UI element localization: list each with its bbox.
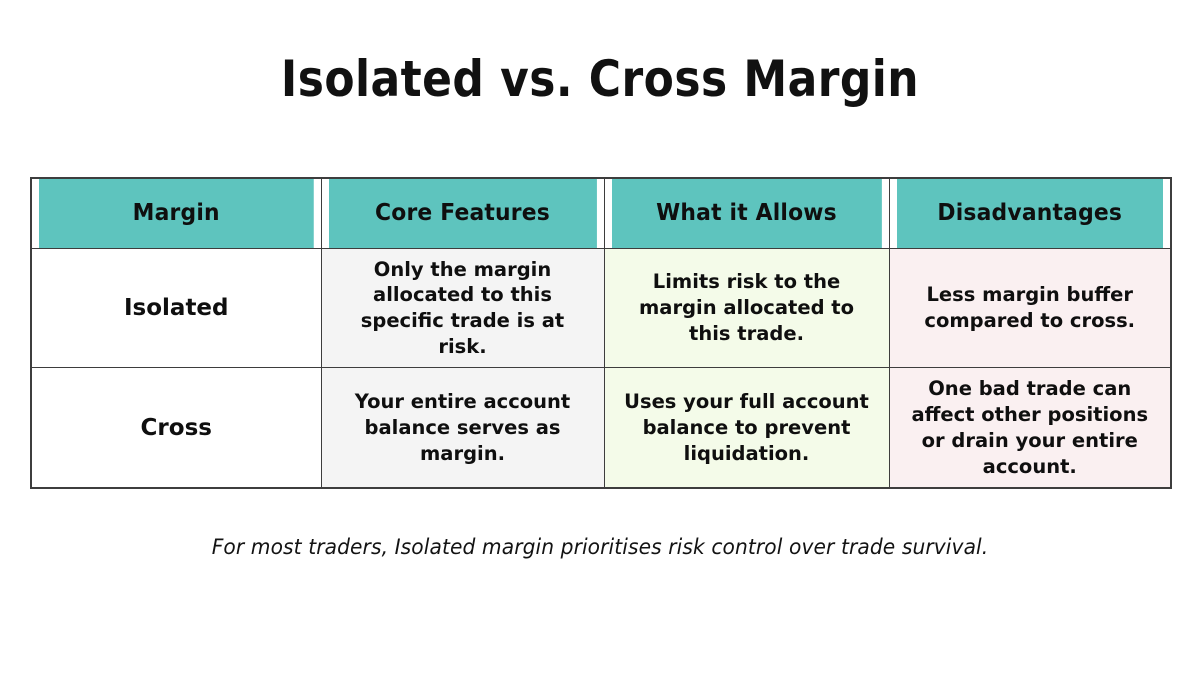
cell-disadvantages-cross: One bad trade can affect other positions… bbox=[888, 367, 1172, 489]
table-row: Isolated Only the margin allocated to th… bbox=[30, 247, 1172, 369]
cell-core-features-isolated: Only the margin allocated to this specif… bbox=[320, 247, 605, 369]
page-title: Isolated vs. Cross Margin bbox=[280, 50, 920, 108]
table-body: Isolated Only the margin allocated to th… bbox=[30, 247, 1172, 489]
cell-disadvantages-isolated: Less margin buffer compared to cross. bbox=[888, 247, 1172, 369]
comparison-table-container: Margin Core Features What it Allows Disa… bbox=[30, 177, 1172, 490]
footnote-text: For most traders, Isolated margin priori… bbox=[211, 535, 989, 560]
cell-margin-cross: Cross bbox=[30, 367, 322, 489]
column-header-what-it-allows: What it Allows bbox=[610, 177, 883, 249]
table-header: Margin Core Features What it Allows Disa… bbox=[31, 177, 1171, 249]
column-header-core-features: Core Features bbox=[327, 177, 598, 249]
table-header-row: Margin Core Features What it Allows Disa… bbox=[31, 177, 1171, 249]
cell-margin-isolated: Isolated bbox=[30, 247, 322, 369]
cell-core-features-cross: Your entire account balance serves as ma… bbox=[320, 367, 605, 489]
cell-what-it-allows-isolated: Limits risk to the margin allocated to t… bbox=[603, 247, 890, 369]
cell-what-it-allows-cross: Uses your full account balance to preven… bbox=[603, 367, 890, 489]
table-row: Cross Your entire account balance serves… bbox=[30, 367, 1172, 489]
column-header-disadvantages: Disadvantages bbox=[895, 177, 1165, 249]
column-header-margin: Margin bbox=[37, 177, 315, 249]
comparison-table: Margin Core Features What it Allows Disa… bbox=[30, 177, 1172, 490]
